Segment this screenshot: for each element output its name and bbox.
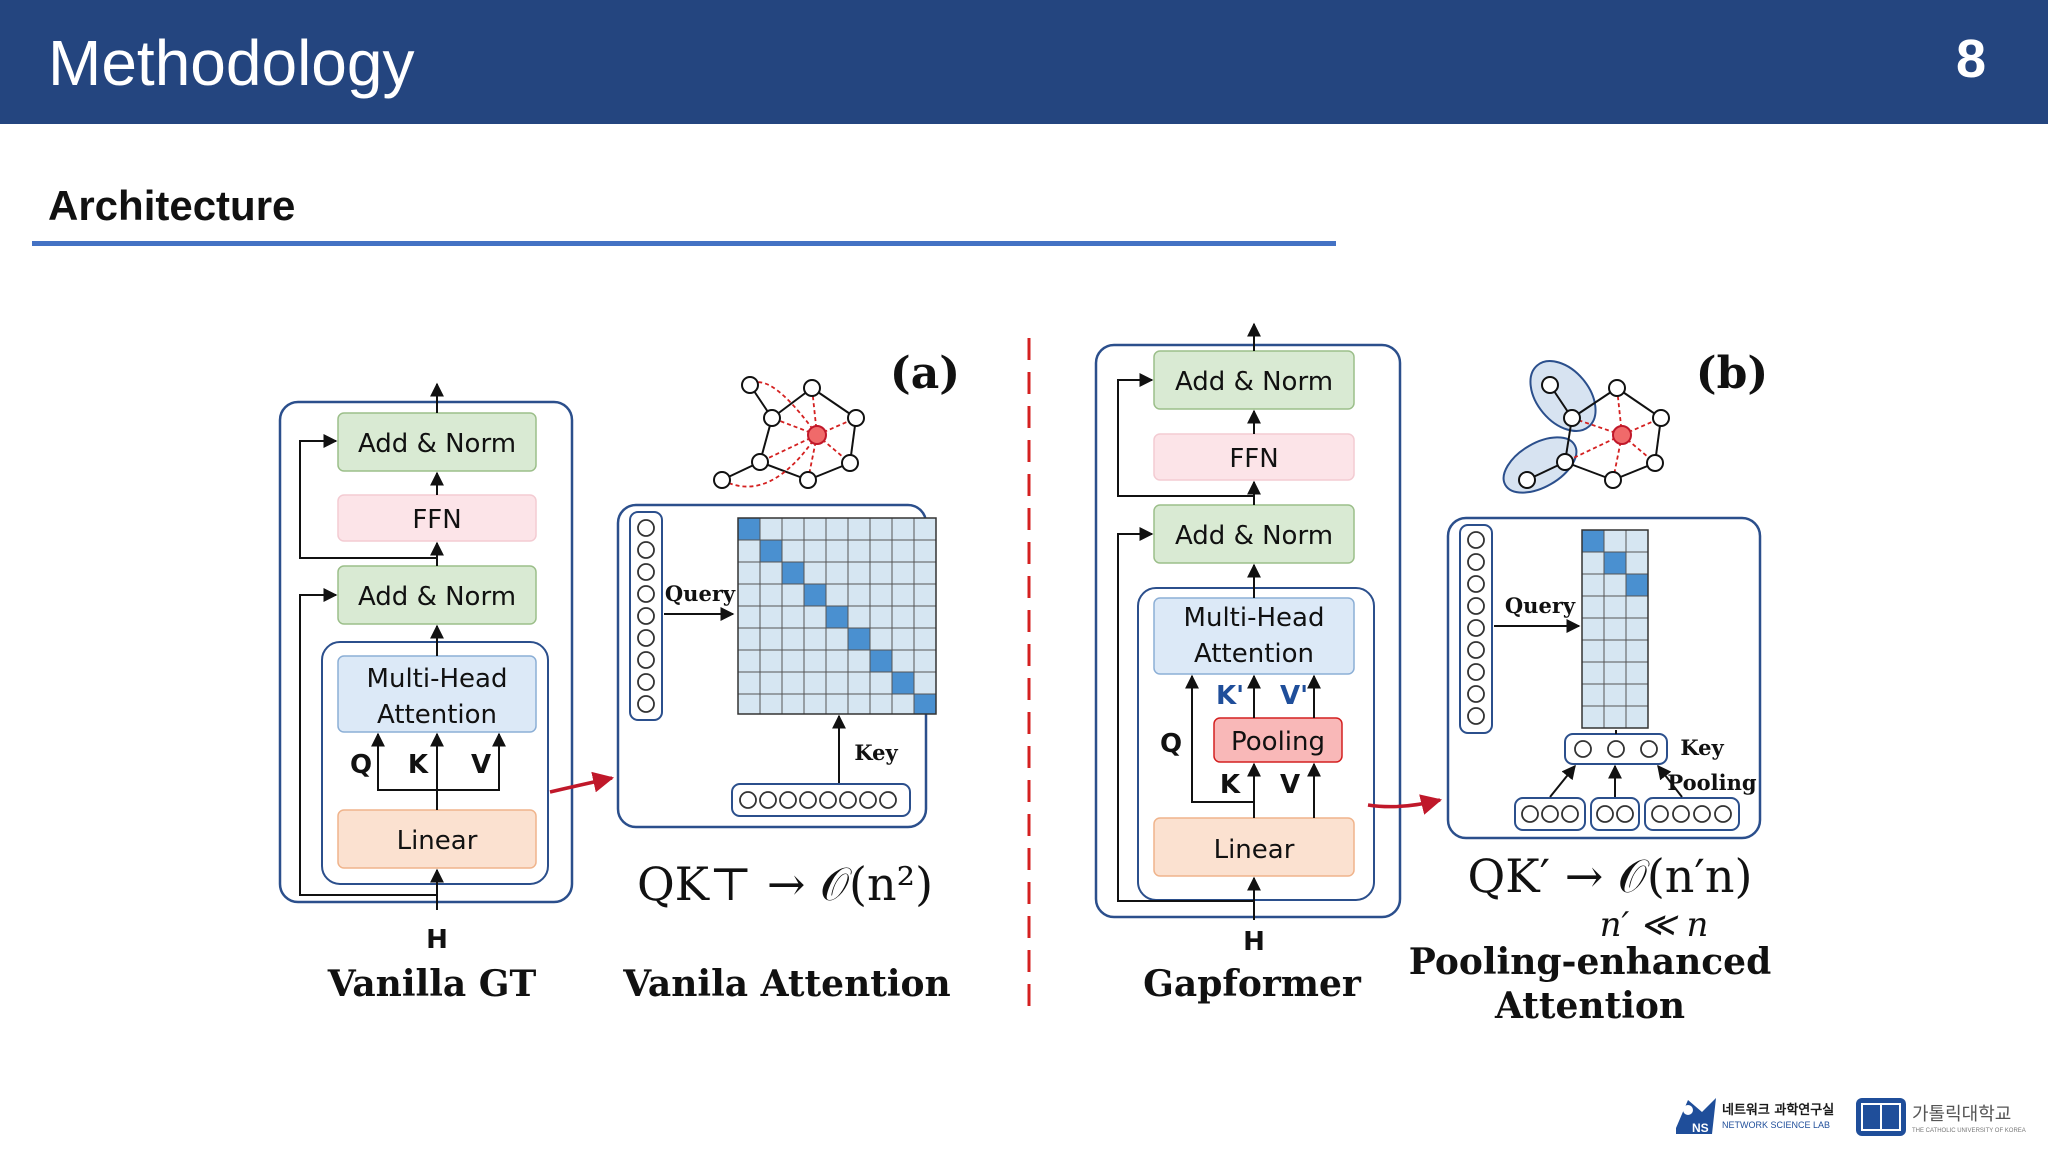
v-label-b: V	[1280, 770, 1300, 800]
vanilla-complexity-equation: QK⊤ → 𝒪(n²)	[637, 857, 933, 911]
graph-icon-b	[1502, 360, 1670, 494]
query-vector-b	[1467, 531, 1485, 725]
pooled-key-vector	[1574, 740, 1658, 758]
query-vector	[637, 519, 655, 713]
architecture-figure: Add & Norm FFN Add & Norm Multi-Head Att…	[278, 322, 1772, 1027]
gapformer-diagram: Add & Norm FFN Add & Norm Multi-Head Att…	[1094, 322, 1443, 1005]
vanilla-attention-caption: Vanila Attention	[622, 963, 950, 1005]
add-norm-top-label: Add & Norm	[358, 429, 516, 459]
q-label: Q	[350, 750, 372, 780]
vanilla-gt-caption: Vanilla GT	[327, 963, 537, 1005]
section-title: Architecture	[48, 182, 296, 229]
ffn-label-b: FFN	[1229, 444, 1278, 474]
input-h-label: H	[426, 925, 448, 955]
page-number: 8	[1955, 29, 1986, 89]
pooling-attention-diagram: (b) Query	[1409, 348, 1772, 1027]
lab-name-kr: 네트워크 과학연구실	[1722, 1102, 1834, 1118]
ffn-label: FFN	[412, 505, 461, 535]
lab-mark: NS	[1692, 1121, 1709, 1135]
pooling-label-attention: Pooling	[1667, 770, 1756, 795]
k-prime-label: K'	[1216, 681, 1244, 711]
gapformer-caption: Gapformer	[1143, 963, 1362, 1005]
q-label-b: Q	[1160, 729, 1182, 759]
pooling-complexity-equation: QK′ → 𝒪(n′n)	[1468, 849, 1753, 903]
header-bar: Methodology 8	[0, 0, 2048, 124]
vanilla-attention-diagram: (a) Query	[616, 348, 960, 1005]
univ-name-kr: 가톨릭대학교	[1912, 1104, 2011, 1125]
catholic-university-logo: 가톨릭대학교 THE CATHOLIC UNIVERSITY OF KOREA	[1856, 1098, 2026, 1136]
vanilla-gt-diagram: Add & Norm FFN Add & Norm Multi-Head Att…	[278, 382, 615, 1005]
k-label: K	[408, 750, 429, 780]
key-label-a: Key	[854, 740, 898, 765]
query-label-b: Query	[1505, 593, 1576, 618]
add-norm-bottom-label-b: Add & Norm	[1175, 521, 1333, 551]
add-norm-bottom-label: Add & Norm	[358, 582, 516, 612]
input-h-label-b: H	[1243, 927, 1265, 957]
mha-label-line1: Multi-Head	[367, 664, 508, 694]
pooling-label: Pooling	[1231, 727, 1325, 757]
pooling-attention-caption-line1: Pooling-enhanced	[1409, 941, 1772, 983]
key-groups-vector	[1521, 805, 1732, 823]
panel-a-tag: (a)	[890, 348, 960, 399]
attention-matrix-full	[737, 517, 937, 715]
section-underline	[32, 241, 1336, 246]
lab-name-en: NETWORK SCIENCE LAB	[1722, 1120, 1830, 1130]
mha-label-line2: Attention	[377, 700, 497, 730]
linear-label-b: Linear	[1214, 835, 1295, 865]
footer-logos: NS 네트워크 과학연구실 NETWORK SCIENCE LAB 가톨릭대학교…	[1676, 1098, 2026, 1136]
slide-title: Methodology	[48, 27, 415, 99]
v-label: V	[471, 750, 491, 780]
key-label-b: Key	[1680, 735, 1724, 760]
linear-label: Linear	[397, 826, 478, 856]
v-prime-label: V'	[1280, 681, 1308, 711]
key-vector	[739, 791, 897, 809]
k-label-b: K	[1220, 770, 1241, 800]
network-science-lab-logo: NS 네트워크 과학연구실 NETWORK SCIENCE LAB	[1676, 1098, 1834, 1135]
pooling-attention-caption-line2: Attention	[1494, 985, 1685, 1027]
query-label-a: Query	[665, 581, 736, 606]
pooling-condition: n′ ≪ n	[1600, 905, 1709, 945]
mha-label-line2-b: Attention	[1194, 639, 1314, 669]
pooling-block	[1213, 717, 1343, 763]
mha-label-line1-b: Multi-Head	[1184, 603, 1325, 633]
add-norm-top-label-b: Add & Norm	[1175, 367, 1333, 397]
attention-matrix-pooled	[1581, 529, 1649, 729]
graph-icon-a	[713, 376, 865, 489]
panel-b-tag: (b)	[1696, 348, 1768, 399]
univ-name-en: THE CATHOLIC UNIVERSITY OF KOREA	[1912, 1128, 2026, 1134]
